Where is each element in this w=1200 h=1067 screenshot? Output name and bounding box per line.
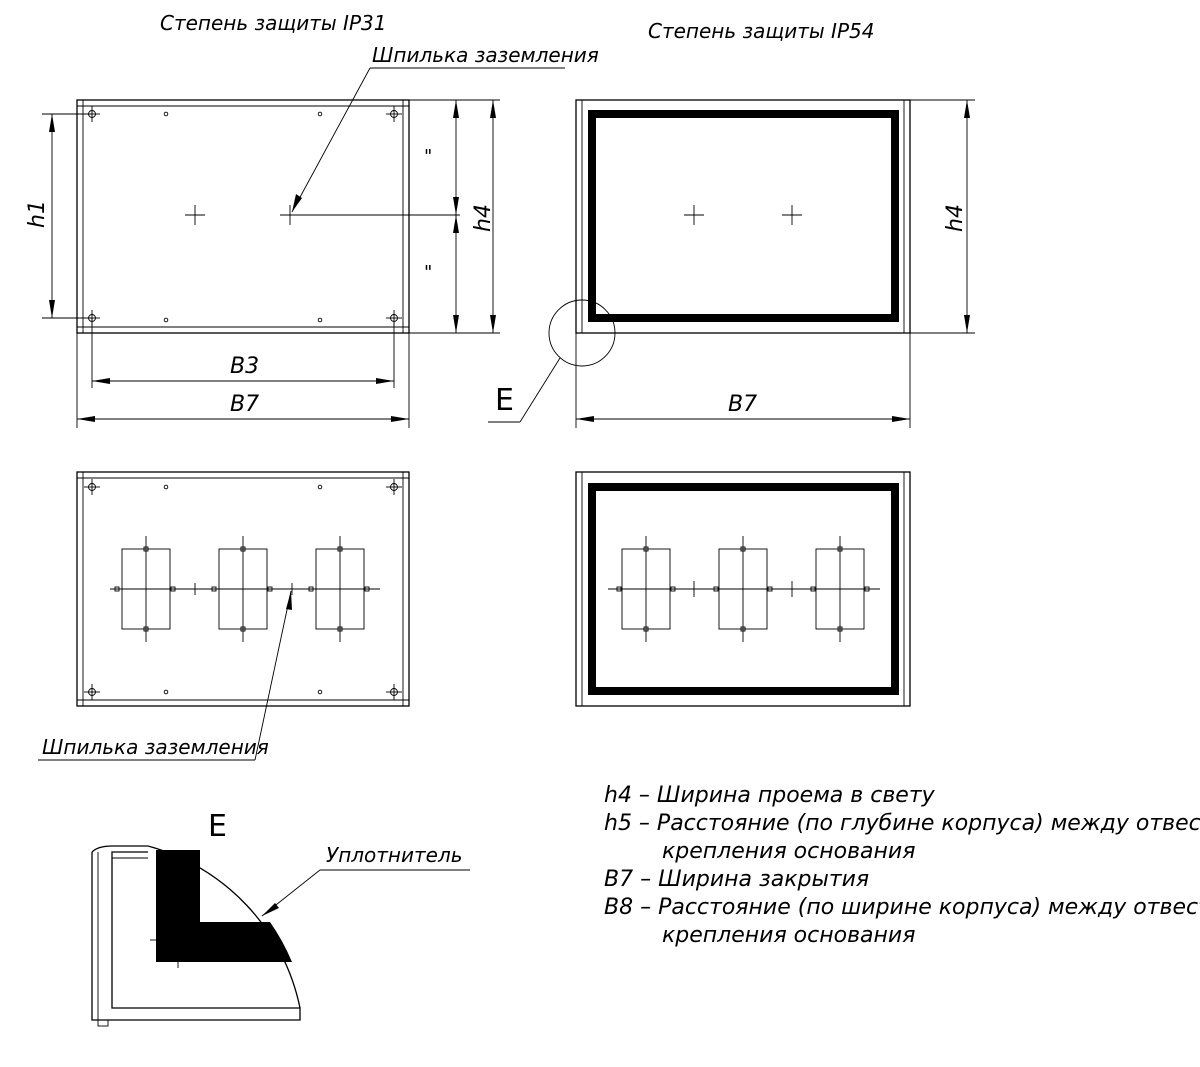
label-detail-mark: E xyxy=(495,383,514,418)
dimension-h4-left xyxy=(409,99,500,334)
dimension-h1 xyxy=(42,113,92,319)
legend-line: крепления основания xyxy=(662,923,915,948)
dimension-b7-left xyxy=(76,333,410,428)
center-mark xyxy=(782,205,802,225)
label-grounding-stud-top: Шпилька заземления xyxy=(372,43,599,67)
label-quote-bottom: " xyxy=(424,262,432,283)
corner-hole xyxy=(84,684,100,700)
title-ip31: Степень защиты IP31 xyxy=(160,11,386,35)
cable-cutout xyxy=(616,536,676,642)
legend: h4 – Ширина проема в свету h5 – Расстоян… xyxy=(604,783,1200,948)
detail-e-view xyxy=(91,845,470,1027)
dimension-h4-right xyxy=(910,99,975,334)
small-hole xyxy=(163,111,169,117)
label-h4-right: h4 xyxy=(943,204,968,232)
detail-e-callout xyxy=(488,299,616,423)
sealant-profile xyxy=(156,850,292,962)
corner-hole xyxy=(84,479,100,495)
corner-hole xyxy=(386,106,402,122)
view-ip54-top: h4 B7 E xyxy=(488,99,975,428)
cable-cutout xyxy=(114,536,176,642)
center-mark xyxy=(185,205,205,225)
small-hole xyxy=(163,317,169,323)
small-hole xyxy=(317,317,323,323)
label-quote-top: " xyxy=(424,146,432,167)
label-h1: h1 xyxy=(25,200,50,228)
label-sealant: Уплотнитель xyxy=(326,843,463,867)
view-ip31-bottom: Шпилька заземления xyxy=(38,471,410,761)
dimension-b7-right xyxy=(575,333,911,428)
legend-line: h5 – Расстояние (по глубине корпуса) меж… xyxy=(604,811,1200,836)
small-hole xyxy=(317,689,323,695)
gasket-frame xyxy=(588,110,899,322)
corner-hole xyxy=(386,479,402,495)
cable-cutout xyxy=(308,536,370,642)
label-b7-right: B7 xyxy=(728,392,757,417)
label-h4-left: h4 xyxy=(471,204,496,232)
small-hole xyxy=(163,484,169,490)
small-hole xyxy=(163,689,169,695)
label-grounding-stud-bottom: Шпилька заземления xyxy=(42,735,269,759)
cable-cutout xyxy=(713,536,773,642)
cable-cutout xyxy=(211,536,273,642)
grounding-stud-leader-bottom xyxy=(38,590,292,761)
gasket-frame xyxy=(588,483,899,695)
label-detail-title: E xyxy=(208,809,227,844)
small-hole xyxy=(317,484,323,490)
dimension-b3 xyxy=(91,318,395,388)
legend-line: B8 – Расстояние (по ширине корпуса) межд… xyxy=(604,895,1200,920)
small-hole xyxy=(317,111,323,117)
legend-line: крепления основания xyxy=(662,839,915,864)
legend-line: B7 – Ширина закрытия xyxy=(604,867,869,892)
grounding-stud-leader xyxy=(291,67,565,213)
legend-line: h4 – Ширина проема в свету xyxy=(604,783,936,808)
label-b7-left: B7 xyxy=(230,392,259,417)
label-b3: B3 xyxy=(230,354,259,379)
title-ip54: Степень защиты IP54 xyxy=(648,19,874,43)
corner-hole xyxy=(386,684,402,700)
center-mark xyxy=(684,205,704,225)
view-ip54-bottom xyxy=(575,471,911,707)
view-ip31-top: h1 h4 " " B3 xyxy=(25,43,599,428)
cable-cutout xyxy=(810,536,870,642)
